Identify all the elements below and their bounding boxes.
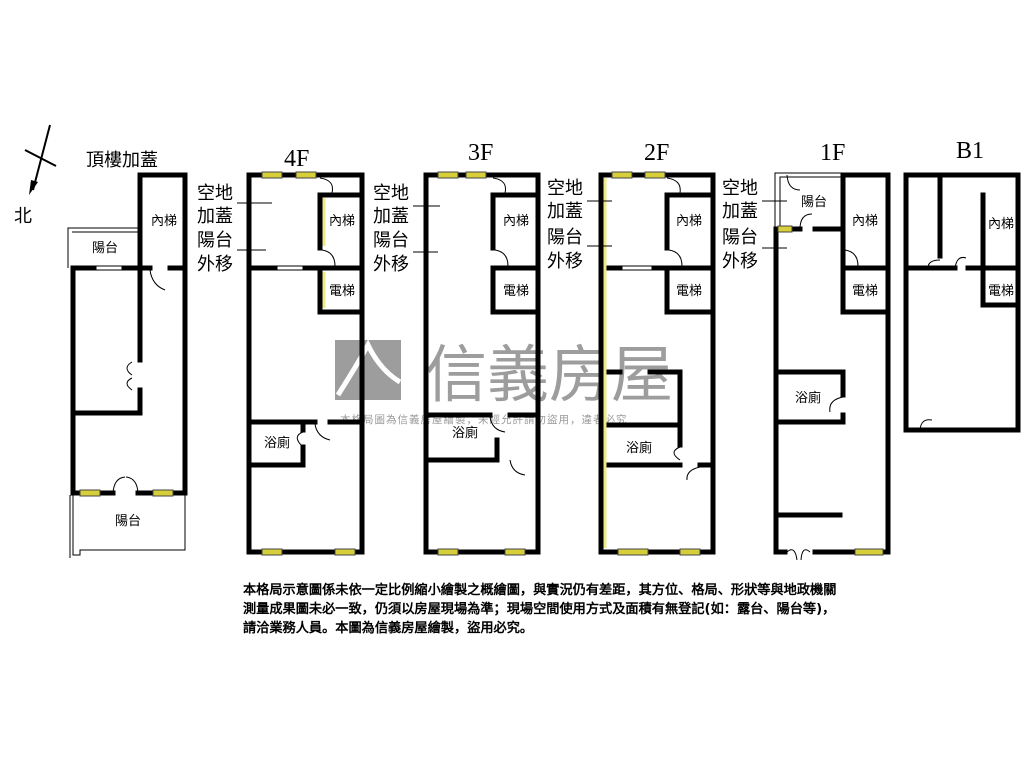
roof-balcony-top-label: 陽台 xyxy=(92,241,118,256)
roof-stair-label: 內梯 xyxy=(151,214,177,229)
annotation-text: 空地 xyxy=(722,178,758,199)
annotation-text: 陽台 xyxy=(547,227,583,248)
b1-stair-label: 內梯 xyxy=(988,217,1014,232)
4f-title: 4F xyxy=(284,146,309,172)
annotation-text: 空地 xyxy=(197,183,233,204)
annotation-text: 加蓋 xyxy=(373,206,409,227)
disclaimer-text: 本格局示意圖係未依一定比例縮小繪製之概繪圖，與實況仍有差距，其方位、格局、形狀等… xyxy=(243,583,837,636)
4f-bath-label: 浴廁 xyxy=(264,435,290,451)
annotation-text: 陽台 xyxy=(197,230,233,251)
b1-elevator-label: 電梯 xyxy=(988,284,1014,299)
watermark-notice: 本格局圖為信義房屋繪製，未經允許請勿盜用，違者必究 xyxy=(340,413,628,426)
north-label: 北 xyxy=(14,206,32,227)
annotation-text: 陽台 xyxy=(373,230,409,251)
1f-bath-label: 浴廁 xyxy=(795,390,821,406)
annotation-3f: 空地 加蓋 陽台 外移 xyxy=(373,183,440,275)
roof-title: 頂樓加蓋 xyxy=(86,150,158,171)
2f-bath-label: 浴廁 xyxy=(626,440,652,456)
1f-elevator-label: 電梯 xyxy=(852,284,878,299)
2f-title: 2F xyxy=(644,140,669,166)
1f-title: 1F xyxy=(820,140,845,166)
floor-b1-plan: B1 內梯 電梯 xyxy=(903,138,1021,433)
annotation-text: 空地 xyxy=(547,178,583,199)
annotation-text: 加蓋 xyxy=(547,201,583,222)
annotation-text: 加蓋 xyxy=(722,201,758,222)
annotation-text: 陽台 xyxy=(722,227,758,248)
floor-1f-plan: 1F 陽台 內梯 電梯 浴廁 xyxy=(773,140,891,561)
floor-2f-plan: 2F 內梯 電梯 浴廁 xyxy=(598,140,716,556)
roof-balcony-bottom-label: 陽台 xyxy=(115,514,141,529)
annotation-text: 外移 xyxy=(373,254,409,275)
annotation-text: 空地 xyxy=(373,183,409,204)
north-arrow-icon: 北 xyxy=(14,124,57,227)
annotation-1f: 空地 加蓋 陽台 外移 xyxy=(722,178,787,272)
annotation-text: 加蓋 xyxy=(197,206,233,227)
1f-stair-label: 內梯 xyxy=(852,214,878,229)
annotation-2f: 空地 加蓋 陽台 外移 xyxy=(547,178,612,272)
1f-balcony-label: 陽台 xyxy=(801,195,827,210)
roof-plan: 頂樓加蓋 陽台 內梯 陽台 xyxy=(67,150,188,558)
b1-title: B1 xyxy=(956,138,984,164)
floor-4f-plan: 4F 內梯 電梯 浴廁 xyxy=(246,146,365,556)
watermark-brand: 信義房屋 xyxy=(425,338,673,411)
annotation-text: 外移 xyxy=(722,251,758,272)
annotation-text: 外移 xyxy=(547,251,583,272)
3f-stair-label: 內梯 xyxy=(503,214,529,229)
annotation-text: 外移 xyxy=(197,254,233,275)
floor-3f-plan: 3F 內梯 電梯 浴廁 xyxy=(423,140,541,556)
4f-stair-label: 內梯 xyxy=(329,214,355,229)
2f-elevator-label: 電梯 xyxy=(676,284,702,299)
2f-stair-label: 內梯 xyxy=(676,214,702,229)
3f-bath-label: 浴廁 xyxy=(452,425,478,441)
annotation-4f: 空地 加蓋 陽台 外移 xyxy=(197,183,272,275)
4f-elevator-label: 電梯 xyxy=(329,284,355,299)
3f-title: 3F xyxy=(468,140,493,166)
3f-elevator-label: 電梯 xyxy=(503,284,529,299)
watermark: 信義房屋 本格局圖為信義房屋繪製，未經允許請勿盜用，違者必究 xyxy=(335,338,673,426)
